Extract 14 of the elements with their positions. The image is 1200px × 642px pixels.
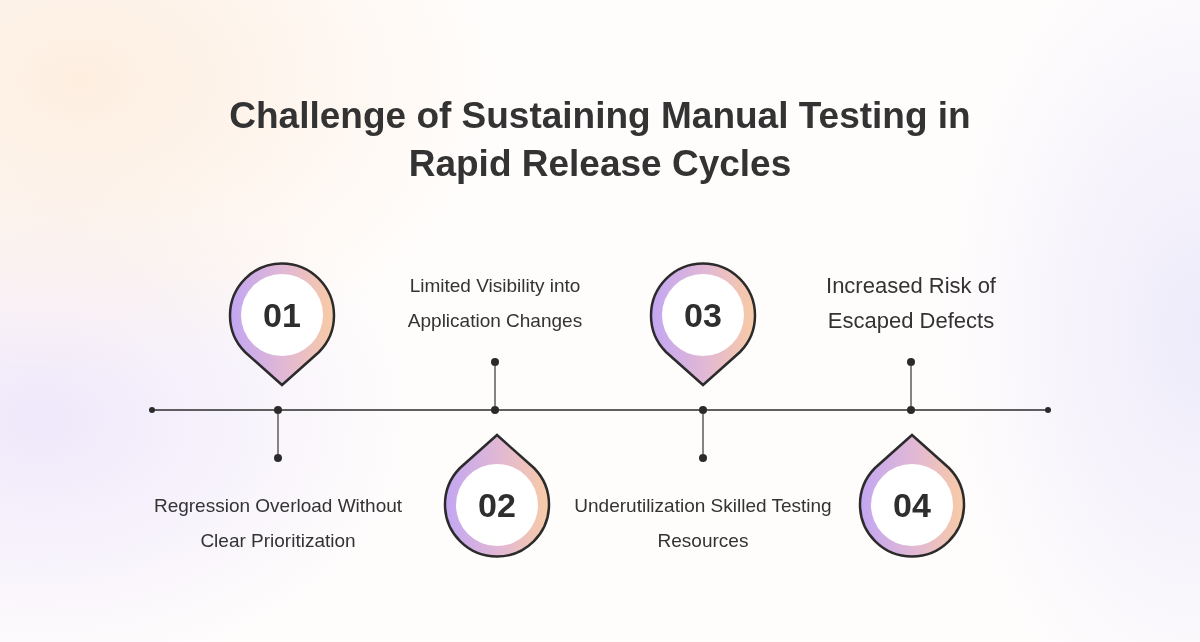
title: Challenge of Sustaining Manual Testing in Rapid Release Cycles bbox=[228, 94, 972, 186]
challenge-text: Increased Risk of Escaped Defects bbox=[825, 272, 997, 335]
challenge-text: Regression Overload Without Clear Prioritization bbox=[152, 494, 404, 553]
step-number: 01 bbox=[262, 295, 302, 335]
step-number: 04 bbox=[892, 485, 932, 525]
challenge-text: Underutilization Skilled Testing Resources bbox=[573, 494, 833, 553]
step-number: 02 bbox=[477, 485, 517, 525]
timeline-axis bbox=[146, 406, 1054, 414]
leader-line bbox=[274, 406, 282, 462]
leader-line bbox=[907, 358, 915, 414]
leader-line bbox=[699, 406, 707, 462]
challenge-text: Limited Visibility into Application Changes bbox=[406, 274, 584, 333]
step-number: 03 bbox=[683, 295, 723, 335]
leader-line bbox=[491, 358, 499, 414]
